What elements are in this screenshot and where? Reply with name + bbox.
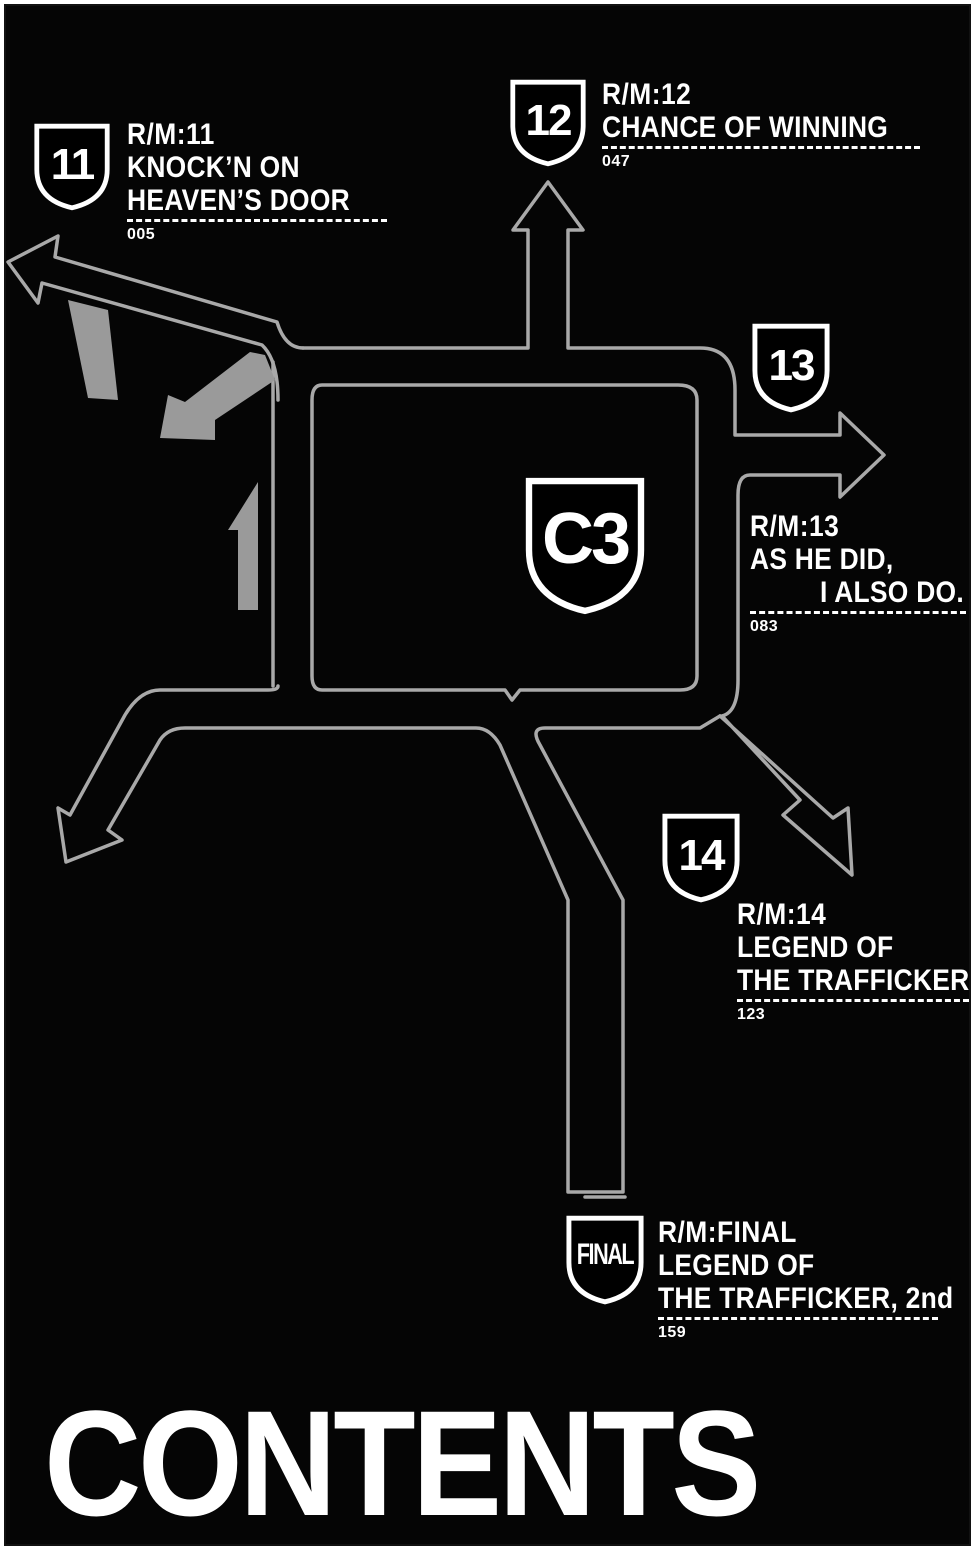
badge-12: 12 <box>508 78 588 168</box>
dashed-rule <box>658 1317 938 1320</box>
chapter-title-line: KNOCK’N ON <box>127 151 300 184</box>
chapter-entry-11: R/M:11 KNOCK’N ON HEAVEN’S DOOR 005 <box>127 120 387 244</box>
shield-icon <box>662 813 740 903</box>
black-panel <box>4 4 971 1546</box>
dashed-rule <box>127 219 387 222</box>
hub-shield: C3 <box>520 476 650 616</box>
road-lower-left <box>56 684 722 1194</box>
chapter-rm: R/M:13 <box>750 510 840 543</box>
chapter-title-line: THE TRAFFICKER,1 <box>737 964 975 997</box>
chapter-title-line: I ALSO DO. <box>820 576 964 609</box>
hub-label: C3 <box>541 499 631 579</box>
badge-14: 14 <box>660 812 742 904</box>
badge-final: FINAL <box>564 1212 646 1308</box>
chapter-title-line: AS HE DID, <box>750 543 894 576</box>
chapter-title-line: HEAVEN’S DOOR <box>127 184 350 217</box>
chapter-rm: R/M:FINAL <box>658 1216 797 1249</box>
badge-number: 13 <box>768 341 816 390</box>
shield-icon <box>34 123 110 211</box>
chapter-page-number: 159 <box>658 1324 687 1341</box>
chapter-title-line: LEGEND OF <box>658 1249 815 1282</box>
chapter-page-number: 047 <box>602 153 631 170</box>
dashed-rule <box>602 146 920 149</box>
shield-icon <box>752 323 830 413</box>
contents-heading: CONTENTS <box>44 1379 761 1547</box>
chapter-page-number: 123 <box>737 1006 766 1023</box>
chapter-entry-14: R/M:14 LEGEND OF THE TRAFFICKER,1 123 <box>737 898 975 1024</box>
chapter-title-line: LEGEND OF <box>737 931 894 964</box>
chapter-entry-13: R/M:13 AS HE DID, I ALSO DO. 083 <box>750 512 966 636</box>
chapter-page-number: 083 <box>750 618 779 635</box>
grey-arrow-up <box>228 482 258 610</box>
chapter-rm: R/M:11 <box>127 118 215 151</box>
chapter-entry-final: R/M:FINAL LEGEND OF THE TRAFFICKER, 2nd … <box>658 1216 954 1342</box>
badge-13: 13 <box>750 322 832 414</box>
badge-number: 11 <box>50 140 96 189</box>
shield-icon <box>510 79 586 167</box>
chapter-title-line: THE TRAFFICKER, 2nd <box>658 1282 954 1315</box>
shield-icon <box>566 1215 644 1305</box>
shield-icon <box>525 477 645 615</box>
grey-arrow-top <box>68 300 118 400</box>
badge-number: 14 <box>678 831 726 880</box>
grey-arrow-down-left <box>160 352 275 440</box>
road-outline-top-left <box>6 234 305 402</box>
road-outline <box>301 180 886 877</box>
road-inner-block <box>310 383 699 702</box>
chapter-page-number: 005 <box>127 226 156 243</box>
badge-11: 11 <box>32 122 112 212</box>
chapter-rm: R/M:12 <box>602 78 692 111</box>
chapter-title-line: CHANCE OF WINNING <box>602 111 889 144</box>
chapter-rm: R/M:14 <box>737 898 827 931</box>
badge-number: FINAL <box>576 1238 635 1271</box>
dashed-rule <box>737 999 969 1002</box>
chapter-entry-12: R/M:12 CHANCE OF WINNING 047 <box>602 80 920 171</box>
badge-number: 12 <box>525 96 573 145</box>
dashed-rule <box>750 611 966 614</box>
